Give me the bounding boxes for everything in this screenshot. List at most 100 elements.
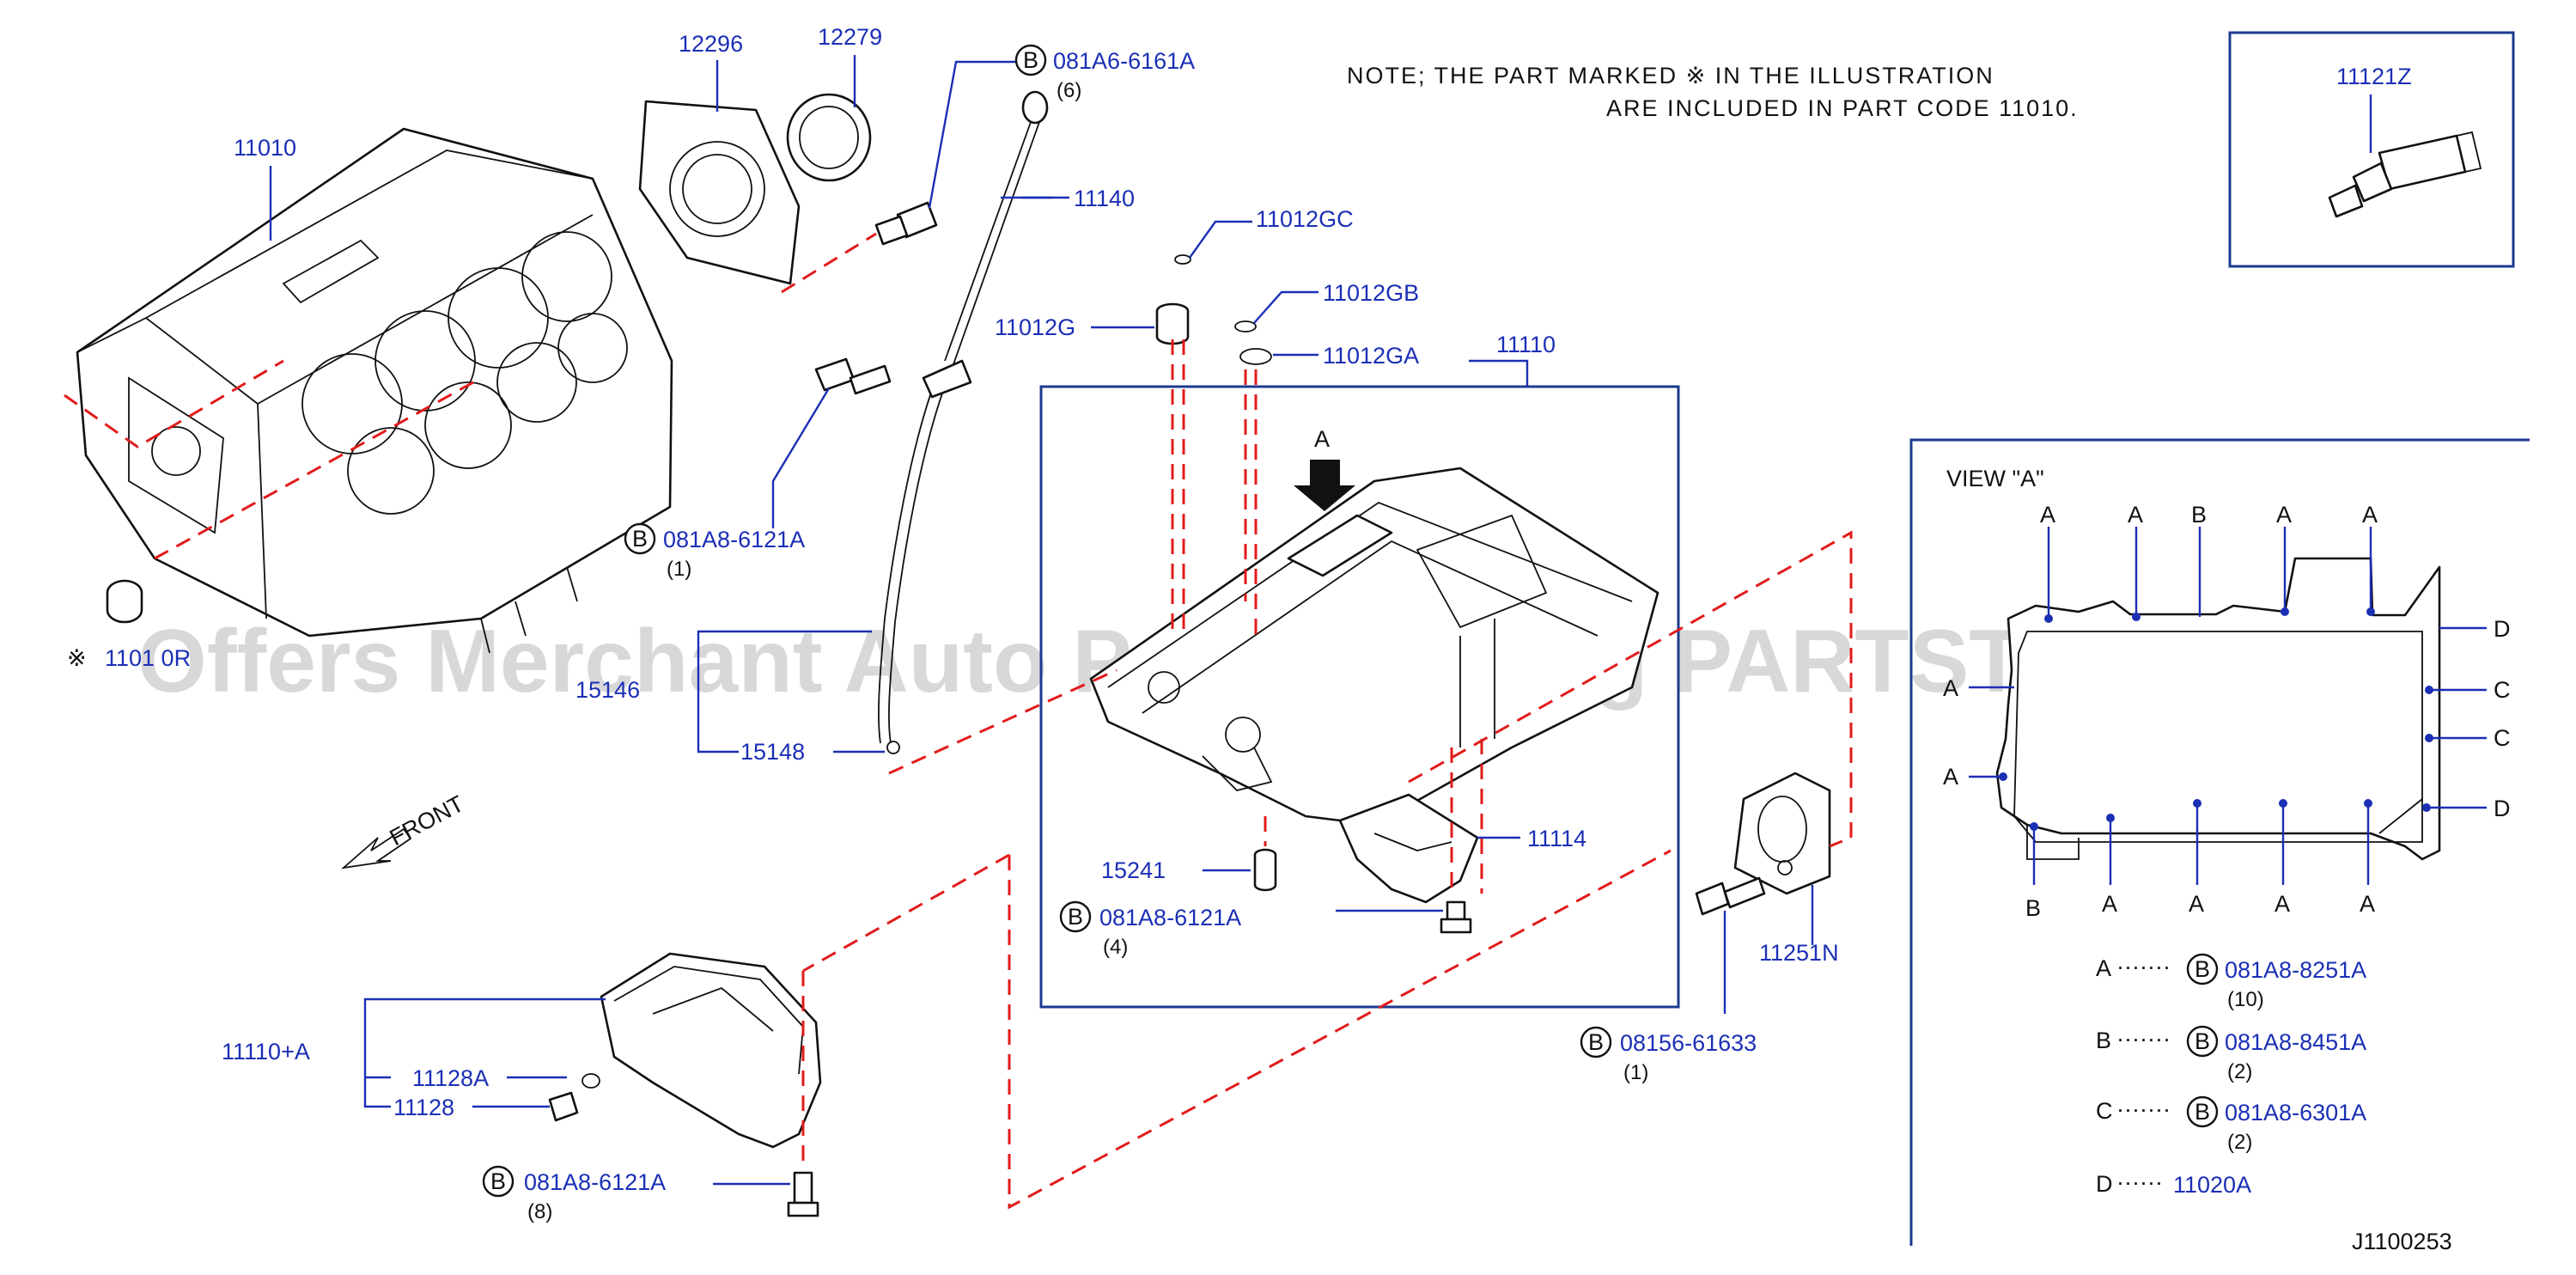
upper-oil-pan	[1089, 467, 1659, 827]
view-a-top-0: A	[2040, 502, 2055, 528]
oil-baffle-plate	[1338, 793, 1479, 904]
bolt-code-b3[interactable]: 081A8-6121A	[1099, 905, 1241, 930]
part-11012GA[interactable]: 11012GA	[1323, 343, 1419, 369]
drain-plug-icon	[1155, 302, 1190, 345]
view-a-bottom-1: A	[2102, 891, 2117, 917]
sealant-tube-icon	[2328, 131, 2482, 218]
legend-1-dots: ·······	[2116, 1026, 2171, 1052]
part-12296[interactable]: 12296	[679, 31, 743, 57]
part-11121Z[interactable]: 11121Z	[2336, 64, 2412, 89]
part-11010R[interactable]: 1101 0R	[105, 645, 191, 671]
legend-0-letter: A	[2096, 955, 2111, 981]
legend-0-circle: B	[2195, 956, 2210, 982]
upper-oil-pan-box	[1039, 385, 1680, 1009]
front-label: FRONT	[386, 790, 468, 851]
view-a-title: VIEW "A"	[1946, 466, 2044, 491]
block-plug-icon	[106, 579, 143, 624]
legend-3-dots: ······	[2116, 1169, 2163, 1195]
legend-2-dots: ·······	[2116, 1096, 2171, 1122]
part-15146[interactable]: 15146	[575, 677, 640, 703]
view-a-right-1: C	[2494, 677, 2511, 703]
view-a-top-2: B	[2191, 502, 2207, 528]
view-a-left-1: A	[1943, 764, 1958, 790]
part-15241[interactable]: 15241	[1101, 857, 1166, 883]
part-11114[interactable]: 11114	[1527, 826, 1586, 851]
view-a-top-4: A	[2362, 502, 2378, 528]
legend-0-qty: (10)	[2227, 988, 2264, 1011]
part-15148[interactable]: 15148	[740, 739, 805, 765]
part-11251N[interactable]: 11251N	[1759, 940, 1839, 966]
bolt-icon	[814, 357, 892, 395]
view-a-bottom-points	[2030, 799, 2372, 885]
bolt-circle-b5	[482, 1165, 515, 1198]
part-12279[interactable]: 12279	[818, 24, 882, 50]
bolt-code-b2[interactable]: 081A8-6121A	[663, 527, 805, 552]
legend-0-code[interactable]: 081A8-8251A	[2225, 957, 2366, 983]
view-a-top-points	[2044, 527, 2375, 623]
cylinder-block	[76, 127, 673, 654]
legend-2-circle: B	[2195, 1099, 2210, 1125]
view-a-right-3: D	[2494, 796, 2511, 821]
bolt-icon	[1695, 876, 1766, 916]
part-11128[interactable]: 11128	[393, 1095, 454, 1120]
bolt-code-b5[interactable]: 081A8-6121A	[524, 1169, 666, 1195]
bolt-icon	[874, 201, 938, 246]
bolt-code-b4[interactable]: 08156-61633	[1620, 1030, 1757, 1056]
bolt-circle-b1-label: B	[1023, 47, 1038, 73]
bolt-legend: A ······· B 081A8-8251A (10) B ······· B…	[2096, 953, 2366, 1198]
bolt-icon	[1440, 900, 1472, 934]
legend-3-code[interactable]: 11020A	[2173, 1172, 2251, 1198]
view-a-bottom-0: B	[2025, 895, 2041, 921]
legend-1-code[interactable]: 081A8-8451A	[2225, 1029, 2366, 1055]
part-11012GC[interactable]: 11012GC	[1256, 206, 1354, 232]
view-a-arrow-icon	[1294, 460, 1355, 511]
legend-2-letter: C	[2096, 1098, 2113, 1124]
legend-1-circle: B	[2195, 1028, 2210, 1054]
kome-mark: ※	[67, 645, 87, 671]
alignment-dashes	[64, 232, 1853, 1210]
part-11110[interactable]: 11110	[1496, 332, 1556, 357]
oil-pan-flange-view	[1995, 557, 2441, 861]
legend-1-letter: B	[2096, 1028, 2111, 1053]
bolt-circle-b2	[624, 522, 656, 555]
note-line-2: ARE INCLUDED IN PART CODE 11010.	[1606, 95, 2079, 121]
legend-2-code[interactable]: 081A8-6301A	[2225, 1100, 2366, 1126]
part-11012G[interactable]: 11012G	[995, 314, 1075, 340]
diagram-code: J1100253	[2352, 1229, 2452, 1254]
bolt-circle-b5-label: B	[490, 1168, 506, 1194]
bolt-circle-b3-label: B	[1068, 904, 1083, 930]
bolt-circle-b1	[1014, 44, 1047, 76]
part-11012GB[interactable]: 11012GB	[1323, 280, 1419, 306]
view-a-top-1: A	[2128, 502, 2143, 528]
legend-3-letter: D	[2096, 1171, 2113, 1197]
view-a-panel-frame	[1909, 438, 2530, 1246]
view-a-bottom-3: A	[2275, 891, 2290, 917]
rear-oil-seal-retainer	[638, 100, 801, 285]
view-a-right-2: C	[2494, 725, 2511, 751]
pan-gasket-11251N	[1733, 772, 1831, 895]
dowel-pin-icon	[1253, 848, 1277, 892]
view-a-marker: A	[1314, 426, 1330, 452]
view-a-right-0: D	[2494, 616, 2511, 642]
view-a-bottom-2: A	[2189, 891, 2204, 917]
part-11110A[interactable]: 11110+A	[222, 1039, 310, 1065]
washer-icon	[1234, 320, 1257, 332]
bolt-circle-b4	[1580, 1026, 1612, 1058]
bolt-code-b1[interactable]: 081A6-6161A	[1053, 48, 1195, 74]
bolt-qty-b1: (6)	[1057, 79, 1081, 102]
legend-2-qty: (2)	[2227, 1131, 2252, 1154]
lower-oil-pan	[600, 952, 822, 1149]
bolt-qty-b3: (4)	[1103, 936, 1128, 959]
bolt-qty-b2: (1)	[667, 558, 691, 581]
bolt-qty-b5: (8)	[527, 1200, 552, 1223]
oil-dipstick	[944, 90, 1049, 365]
view-a-left-0: A	[1943, 675, 1958, 701]
bolt-circle-b3	[1059, 900, 1092, 933]
bolt-circle-b2-label: B	[632, 526, 648, 552]
note-line-1: NOTE; THE PART MARKED ※ IN THE ILLUSTRAT…	[1347, 63, 1994, 88]
part-11140[interactable]: 11140	[1074, 186, 1135, 211]
sealant-inset: 11121Z	[2228, 31, 2515, 268]
washer-icon	[1239, 348, 1272, 365]
part-11010[interactable]: 11010	[234, 135, 296, 161]
part-11128A[interactable]: 11128A	[412, 1065, 489, 1091]
